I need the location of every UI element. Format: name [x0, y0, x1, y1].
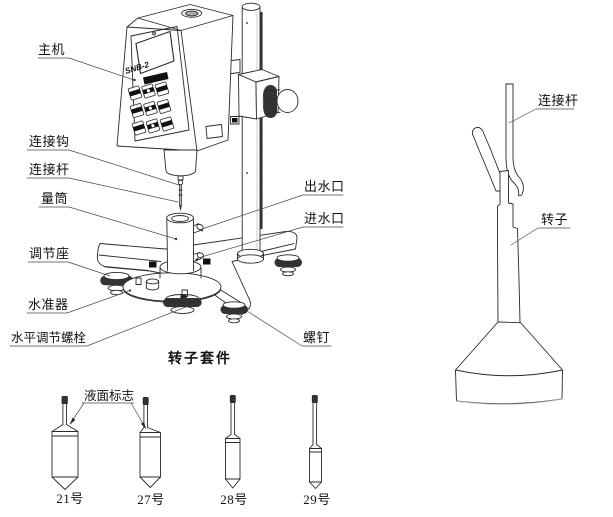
label-detail-rotor: 转子 [541, 212, 569, 227]
label-spindle-27: 27号 [137, 492, 165, 507]
label-detail-connect-rod: 连接杆 [538, 93, 579, 108]
spirit-level-knob [145, 278, 160, 291]
spindle-28 [225, 395, 241, 489]
leader-lines [9, 57, 575, 429]
measuring-cylinder [166, 212, 205, 272]
chuck-and-hook [163, 149, 198, 212]
leveling-foot-back [274, 254, 302, 277]
stand-pole [237, 2, 264, 264]
label-connect-hook: 连接钩 [29, 134, 70, 149]
detail-hook [471, 126, 504, 192]
height-adjust-block [227, 59, 299, 125]
label-spindle-28: 28号 [220, 492, 248, 507]
label-water-inlet: 进水口 [304, 211, 345, 226]
detail-rotor [455, 170, 563, 405]
leveling-foot-front [220, 301, 248, 324]
rotor-kit-title: 转子套件 [168, 352, 232, 367]
label-spirit-level: 水准器 [28, 297, 69, 312]
detail-connect-rod [505, 83, 524, 197]
label-connect-rod: 连接杆 [29, 162, 70, 177]
label-level-adjust-bolt: 水平调节螺栓 [11, 331, 87, 345]
label-main-unit: 主机 [38, 42, 66, 57]
label-spindle-21: 21号 [56, 491, 84, 506]
label-adjust-seat: 调节座 [29, 246, 70, 261]
center-foot [163, 294, 202, 314]
leveling-foot-left [100, 271, 134, 296]
keypad [127, 81, 175, 136]
spindle-29 [309, 395, 322, 489]
main-unit-head [116, 4, 234, 152]
spindle-21 [51, 396, 79, 490]
label-liquid-level-mark: 液面标志 [84, 389, 135, 403]
spindle-27 [139, 397, 161, 488]
label-measuring-cylinder: 量筒 [41, 191, 69, 206]
label-screw: 螺钉 [303, 330, 331, 345]
label-spindle-29: 29号 [303, 492, 331, 507]
label-water-outlet: 出水口 [304, 179, 345, 194]
